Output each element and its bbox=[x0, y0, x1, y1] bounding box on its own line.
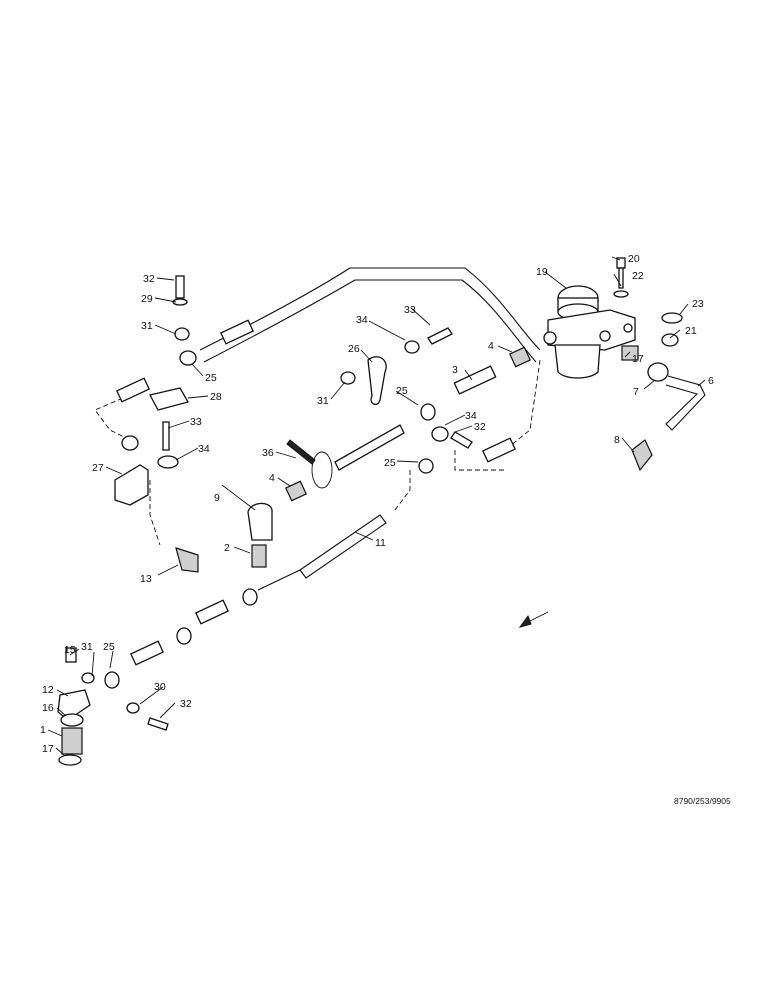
callout-8: 8 bbox=[614, 434, 620, 446]
callout-32a: 32 bbox=[143, 273, 155, 285]
callout-34a: 34 bbox=[198, 443, 210, 455]
callout-34b: 34 bbox=[356, 314, 368, 326]
parts-group bbox=[57, 257, 706, 766]
drawing-reference: 8790/253/9905 bbox=[674, 796, 731, 806]
callout-7: 7 bbox=[633, 386, 639, 398]
callout-36: 36 bbox=[262, 447, 274, 459]
callout-19: 19 bbox=[536, 266, 548, 278]
callout-4b: 4 bbox=[488, 340, 494, 352]
callout-30a: 29 bbox=[141, 293, 153, 305]
callout-33b: 33 bbox=[404, 304, 416, 316]
callout-15: 15 bbox=[64, 644, 76, 656]
callout-28: 28 bbox=[210, 391, 222, 403]
callout-9: 17 bbox=[632, 353, 644, 365]
callout-4a: 4 bbox=[269, 472, 275, 484]
callout-11: 11 bbox=[375, 537, 386, 549]
callout-2: 2 bbox=[224, 542, 230, 554]
callout-labels: 32 29 31 25 28 33 34 27 9 2 13 36 4 11 2… bbox=[40, 253, 731, 806]
callout-10: 9 bbox=[214, 492, 220, 504]
callout-31b: 31 bbox=[317, 395, 329, 407]
callout-33a: 33 bbox=[190, 416, 202, 428]
callout-22: 22 bbox=[632, 270, 644, 282]
callout-23: 23 bbox=[692, 298, 704, 310]
callout-34c: 34 bbox=[465, 410, 477, 422]
callout-31c: 31 bbox=[81, 641, 93, 653]
callout-1: 1 bbox=[40, 724, 46, 736]
callout-3: 3 bbox=[452, 364, 458, 376]
callout-17: 17 bbox=[42, 743, 54, 755]
callout-13: 13 bbox=[140, 573, 152, 585]
callout-32b: 32 bbox=[474, 421, 486, 433]
callout-12: 12 bbox=[42, 684, 54, 696]
callout-25a: 25 bbox=[205, 372, 217, 384]
callout-16: 16 bbox=[42, 702, 54, 714]
callout-25c: 25 bbox=[103, 641, 115, 653]
direction-arrow-icon bbox=[518, 611, 549, 628]
leader-lines bbox=[47, 256, 706, 756]
hose-routing bbox=[94, 267, 541, 591]
callout-31a: 31 bbox=[141, 320, 153, 332]
callout-30b: 30 bbox=[154, 681, 166, 693]
callout-25b: 25 bbox=[384, 457, 396, 469]
callout-27: 27 bbox=[92, 462, 104, 474]
callout-21: 21 bbox=[685, 325, 697, 337]
callout-32c: 32 bbox=[180, 698, 192, 710]
brake-fluid-reservoir bbox=[543, 285, 636, 379]
callout-20: 20 bbox=[628, 253, 640, 265]
callout-29: 26 bbox=[348, 343, 360, 355]
callout-26: 25 bbox=[396, 385, 408, 397]
callout-6: 6 bbox=[708, 375, 714, 387]
